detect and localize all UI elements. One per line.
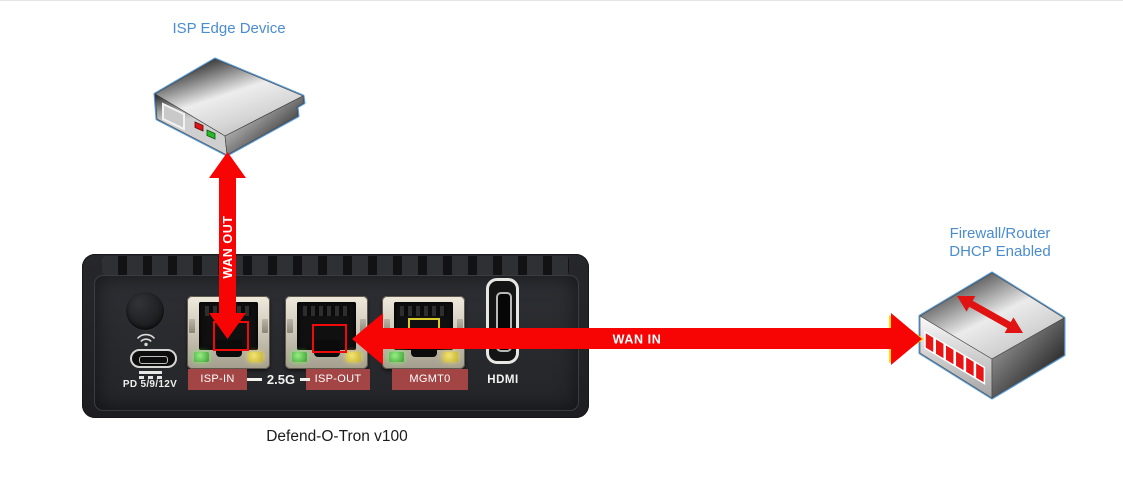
firewall-top-double-arrow-icon	[957, 295, 1023, 334]
tag-isp-in: ISP-IN	[188, 369, 247, 390]
firewall-label-line2: DHCP Enabled	[949, 243, 1051, 260]
reset-button[interactable]	[126, 292, 164, 330]
firewall-label-line1: Firewall/Router	[949, 225, 1051, 242]
firewall-label: Firewall/Router DHCP Enabled	[920, 225, 1080, 261]
wan-out-arrow-shape	[209, 152, 246, 339]
firewall-box-right-face	[991, 317, 1065, 399]
wan-out-arrow: WAN OUT	[209, 152, 246, 339]
port-pins	[400, 306, 447, 316]
speed-dash	[300, 378, 310, 381]
port-clip	[384, 319, 390, 333]
isp-box-red-led	[194, 121, 204, 132]
port-tab	[215, 340, 242, 357]
hdmi-label: HDMI	[487, 374, 519, 386]
port-clip	[360, 319, 366, 333]
speed-dash	[247, 378, 262, 381]
usb-c-power-port[interactable]	[130, 349, 177, 368]
port-pins	[303, 306, 350, 316]
dc-power-symbol	[139, 371, 162, 374]
isp-edge-device-icon	[153, 57, 306, 157]
isp-edge-device-label: ISP Edge Device	[172, 20, 286, 37]
port-isp-out[interactable]	[285, 296, 368, 369]
activity-led-yellow	[248, 352, 263, 362]
appliance-title: Defend-O-Tron v100	[266, 428, 408, 445]
isp-out-target-highlight	[312, 324, 347, 353]
port-clip	[262, 319, 268, 333]
power-rating-label: PD 5/9/12V	[122, 379, 178, 390]
activity-led-yellow	[443, 352, 458, 362]
wan-in-arrow-label: WAN IN	[613, 333, 662, 347]
tag-isp-out: ISP-OUT	[306, 369, 370, 390]
firewall-router-icon	[918, 271, 1066, 400]
dc-power-symbol-dashes	[139, 376, 162, 379]
activity-led-yellow	[346, 352, 361, 362]
usb-c-inner-pin	[139, 355, 168, 364]
tag-mgmt0: MGMT0	[392, 369, 468, 390]
link-led-green	[389, 352, 404, 362]
link-led-green	[292, 352, 307, 362]
port-clip	[287, 319, 293, 333]
wan-in-arrow: WAN IN	[352, 313, 924, 365]
hdmi-port[interactable]	[486, 278, 519, 364]
port-clip	[457, 319, 463, 333]
firewall-front-red-squares	[924, 330, 986, 385]
isp-box-port-square	[162, 102, 185, 131]
speed-label: 2.5G	[266, 372, 296, 387]
link-led-green	[194, 352, 209, 362]
wan-out-arrow-label: WAN OUT	[221, 215, 235, 278]
wan-in-arrow-shape	[352, 313, 922, 365]
wifi-icon	[137, 333, 155, 347]
isp-box-green-led	[206, 129, 216, 140]
heatsink-fins	[102, 256, 569, 275]
port-clip	[189, 319, 195, 333]
